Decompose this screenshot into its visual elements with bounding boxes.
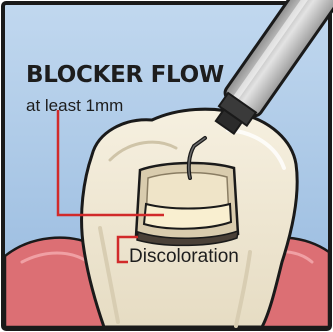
diagram-title: BLOCKER FLOW — [26, 62, 224, 88]
thickness-label: at least 1mm — [26, 96, 123, 116]
cavity-preparation — [136, 163, 238, 245]
discoloration-label: Discoloration — [129, 246, 239, 268]
blocker-layer — [144, 204, 231, 229]
